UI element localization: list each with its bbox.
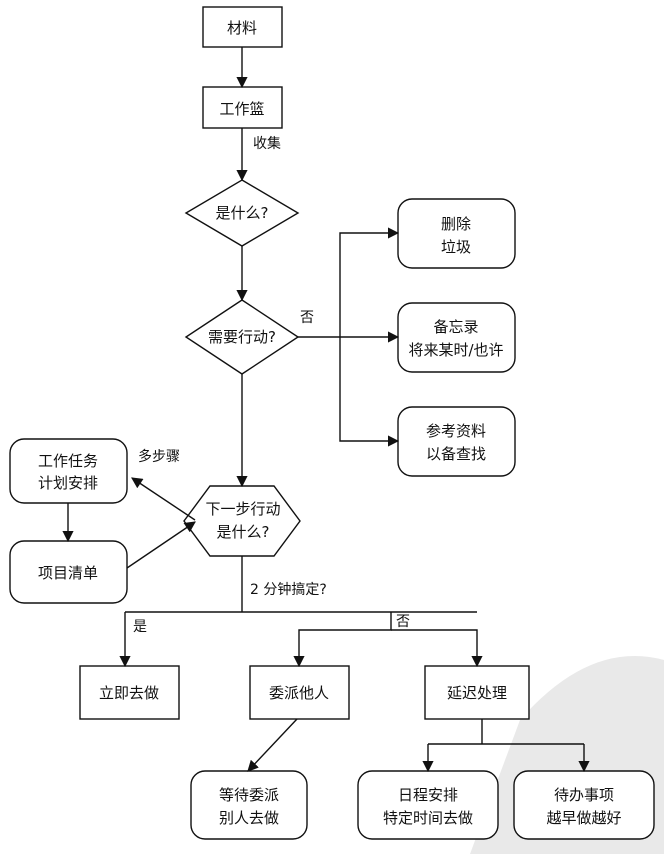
node-someday: 备忘录 将来某时/也许	[397, 302, 516, 373]
node-next-action-label-1: 下一步行动	[205, 500, 280, 518]
node-next-actions-label-1: 待办事项	[554, 786, 614, 804]
edge-nextaction-plan	[131, 477, 196, 521]
node-waiting-label-1: 等待委派	[219, 786, 279, 804]
node-defer: 延迟处理	[424, 665, 530, 720]
node-delegate-label: 委派他人	[269, 684, 329, 702]
edges	[62, 47, 590, 773]
node-someday-label-1: 备忘录	[433, 318, 478, 336]
node-reference-label-2: 以备查找	[426, 445, 486, 463]
edge-actionable-trash	[339, 227, 400, 337]
edge-label-yes: 是	[133, 619, 147, 635]
edge-delegate-waiting	[247, 718, 298, 772]
edge-label-multi-step: 多步骤	[138, 448, 180, 465]
node-next-actions-label-2: 越早做越好	[546, 809, 621, 827]
node-next-action: 下一步行动 是什么?	[183, 485, 301, 557]
node-defer-label: 延迟处理	[447, 684, 507, 702]
node-waiting-label-2: 别人去做	[219, 809, 279, 827]
node-calendar-label-1: 日程安排	[398, 786, 458, 804]
node-actionable-label: 需要行动?	[208, 328, 276, 346]
edge-label-collect: 收集	[253, 135, 281, 152]
node-inbox-label: 工作篮	[219, 100, 264, 118]
node-projects-label: 项目清单	[38, 564, 98, 582]
node-projects: 项目清单	[9, 540, 128, 604]
node-reference-label-1: 参考资料	[426, 422, 486, 440]
edge-split-delegate	[293, 612, 392, 668]
node-trash: 删除 垃圾	[397, 198, 516, 269]
node-project-plan-label-2: 计划安排	[38, 474, 98, 492]
node-next-action-label-2: 是什么?	[217, 523, 270, 541]
node-calendar-label-2: 特定时间去做	[383, 809, 473, 827]
node-materials-label: 材料	[227, 19, 257, 37]
node-project-plan: 工作任务 计划安排	[9, 438, 128, 504]
node-someday-label-2: 将来某时/也许	[408, 341, 503, 359]
node-what-is-it: 是什么?	[184, 179, 300, 247]
node-materials: 材料	[202, 6, 283, 48]
edge-label-no-split: 否	[396, 614, 410, 630]
node-project-plan-label-1: 工作任务	[38, 452, 98, 470]
node-delegate: 委派他人	[249, 665, 350, 720]
edge-actionable-reference	[339, 337, 400, 447]
edge-split-defer	[391, 629, 483, 668]
node-next-actions: 待办事项 越早做越好	[513, 770, 655, 840]
edge-label-two-minutes: 2 分钟搞定?	[250, 581, 327, 598]
edge-projects-nextaction	[126, 521, 196, 569]
node-calendar: 日程安排 特定时间去做	[357, 770, 499, 840]
node-trash-label-2: 垃圾	[441, 238, 471, 256]
node-reference: 参考资料 以备查找	[397, 406, 516, 477]
node-do-it: 立即去做	[79, 665, 180, 720]
edge-label-no-actionable: 否	[300, 310, 314, 326]
node-trash-label-1: 删除	[441, 215, 471, 233]
node-what-is-it-label: 是什么?	[216, 204, 269, 222]
node-inbox: 工作篮	[202, 86, 283, 129]
node-actionable: 需要行动?	[184, 299, 300, 375]
node-do-it-label: 立即去做	[99, 684, 159, 702]
node-waiting: 等待委派 别人去做	[190, 770, 308, 840]
